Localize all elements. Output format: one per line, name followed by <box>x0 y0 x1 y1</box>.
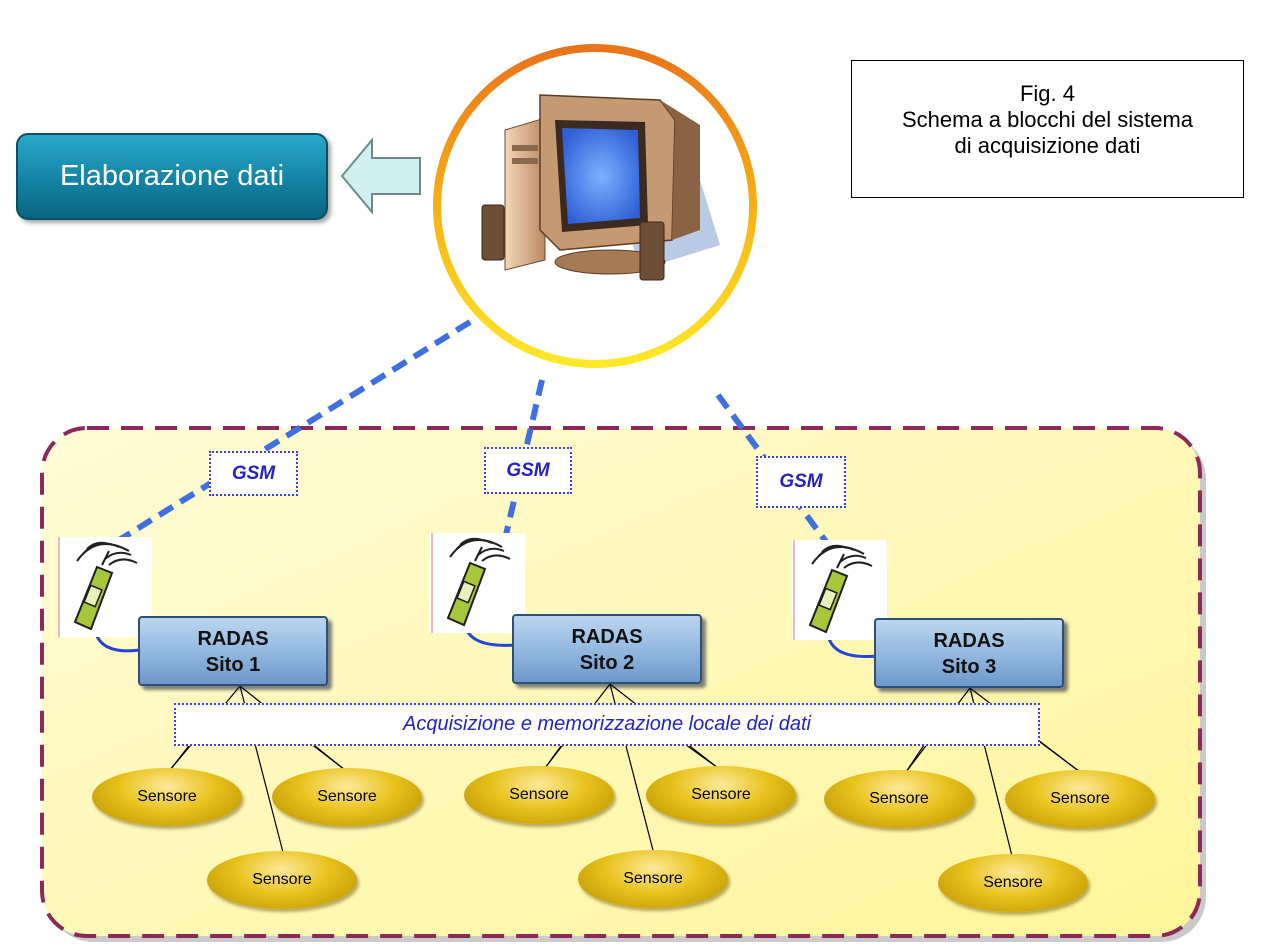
gsm-label-site-2: GSM <box>484 447 572 494</box>
caption-line-1: Fig. 4 <box>1019 81 1076 106</box>
local-acquisition-bar: Acquisizione e memorizzazione locale dei… <box>174 703 1040 746</box>
sensor-node: Sensore <box>464 766 614 824</box>
radas-site-2: RADAS Sito 2 <box>512 614 702 684</box>
mobile-phone-icon <box>430 533 525 633</box>
gsm-label-site-1: GSM <box>209 451 298 496</box>
sensor-node: Sensore <box>1005 770 1155 828</box>
radas-site-name: Sito 3 <box>941 656 997 678</box>
sensor-label: Sensore <box>509 786 569 803</box>
processing-label: Elaborazione dati <box>59 160 285 192</box>
gsm-text: GSM <box>506 459 550 481</box>
sensor-label: Sensore <box>983 874 1043 891</box>
sensor-node: Sensore <box>578 850 728 908</box>
acquisition-label: Acquisizione e memorizzazione locale dei… <box>403 713 811 735</box>
radas-site-name: Sito 2 <box>579 652 635 674</box>
gsm-text: GSM <box>779 471 823 492</box>
radas-title: RADAS <box>933 630 1005 652</box>
mobile-phone-icon <box>57 537 152 637</box>
caption-line-2: Schema a blocchi del sistema <box>901 107 1194 132</box>
sensor-label: Sensore <box>317 788 377 805</box>
computer-node <box>433 44 757 368</box>
figure-caption: Fig. 4 Schema a blocchi del sistema di a… <box>851 60 1244 198</box>
sensor-node: Sensore <box>92 768 242 826</box>
radas-site-name: Sito 1 <box>205 654 261 676</box>
mobile-phone-icon <box>792 540 887 640</box>
radas-title: RADAS <box>197 628 269 650</box>
sensor-node: Sensore <box>207 851 357 909</box>
sensor-label: Sensore <box>1050 790 1110 807</box>
radas-site-3: RADAS Sito 3 <box>874 618 1064 688</box>
sensor-node: Sensore <box>938 854 1088 912</box>
sensor-label: Sensore <box>691 786 751 803</box>
sensor-label: Sensore <box>869 790 929 807</box>
sensor-label: Sensore <box>137 788 197 805</box>
radas-title: RADAS <box>571 626 643 648</box>
sensor-node: Sensore <box>646 766 796 824</box>
computer-icon <box>481 94 720 281</box>
processing-box: Elaborazione dati <box>16 133 328 220</box>
gsm-label-site-3: GSM <box>756 456 846 508</box>
sensor-label: Sensore <box>623 870 683 887</box>
sensor-node: Sensore <box>272 768 422 826</box>
left-arrow-icon <box>340 137 421 215</box>
caption-line-3: di acquisizione dati <box>954 133 1141 158</box>
gsm-text: GSM <box>231 462 276 484</box>
gsm-link-site-1 <box>85 319 472 563</box>
radas-site-1: RADAS Sito 1 <box>138 616 328 686</box>
sensor-label: Sensore <box>252 871 312 888</box>
sensor-node: Sensore <box>824 770 974 828</box>
